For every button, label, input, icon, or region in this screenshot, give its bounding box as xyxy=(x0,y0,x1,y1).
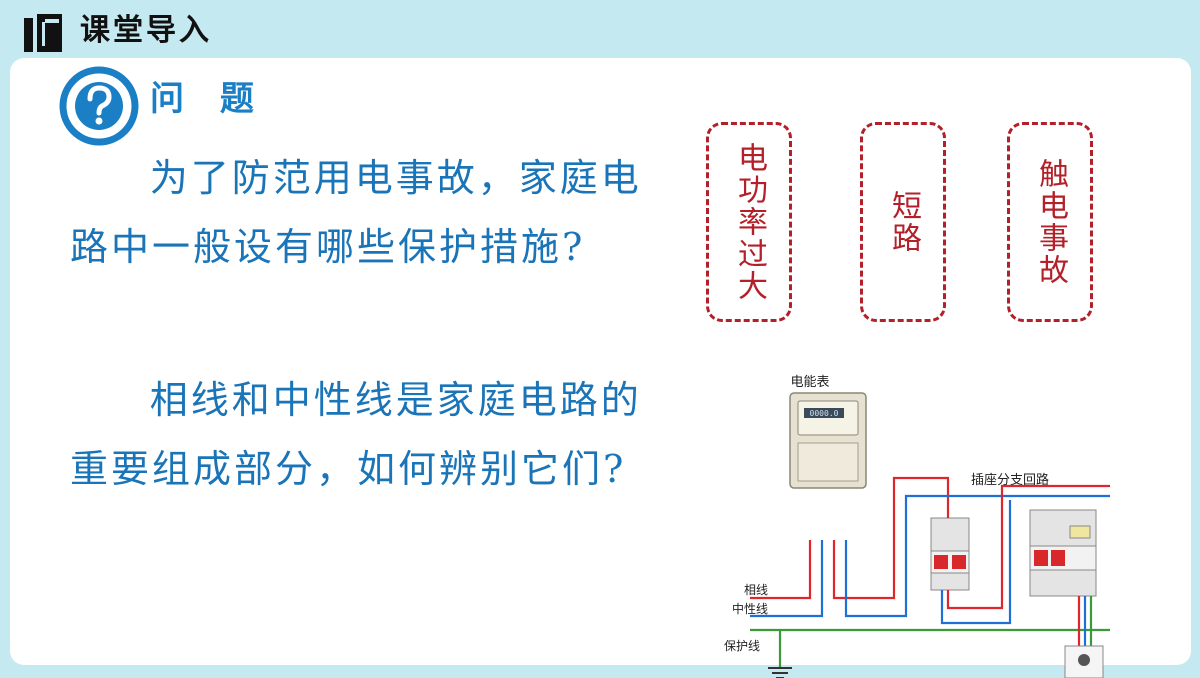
residual-current-breaker xyxy=(1029,509,1097,597)
tag-overpower: 电功率过大 xyxy=(706,122,792,322)
book-icon xyxy=(24,14,62,52)
tag-short-circuit: 短路 xyxy=(860,122,946,322)
header-bar: 课堂导入 xyxy=(0,0,1200,58)
meter-reading: 0000.0 xyxy=(810,409,839,418)
circuit-breaker xyxy=(930,517,970,591)
question-2: 相线和中性线是家庭电路的重要组成部分，如何辨别它们? xyxy=(70,378,642,491)
neutral-wire-label: 中性线 xyxy=(732,601,768,616)
question-icon xyxy=(59,66,139,146)
question-1: 为了防范用电事故，家庭电路中一般设有哪些保护措施? xyxy=(70,156,642,269)
circuit-diagram: 电能表 0000.0 插座分支回路 xyxy=(724,375,1110,678)
branch-label: 插座分支回路 xyxy=(971,472,1049,488)
phase-wire-label: 相线 xyxy=(744,583,768,597)
power-socket xyxy=(1064,645,1104,678)
ground-symbol xyxy=(768,667,792,678)
page-title: 课堂导入 xyxy=(80,13,212,48)
meter-label: 电能表 xyxy=(790,375,829,390)
section-label: 问 题 xyxy=(150,79,266,119)
ground-wire-label: 保护线 xyxy=(724,639,760,653)
electric-meter: 0000.0 xyxy=(789,392,867,489)
content-card: 问 题 为了防范用电事故，家庭电路中一般设有哪些保护措施? 相线和中性线是家庭电… xyxy=(10,58,1191,678)
tag-electric-shock: 触电事故 xyxy=(1007,122,1093,322)
